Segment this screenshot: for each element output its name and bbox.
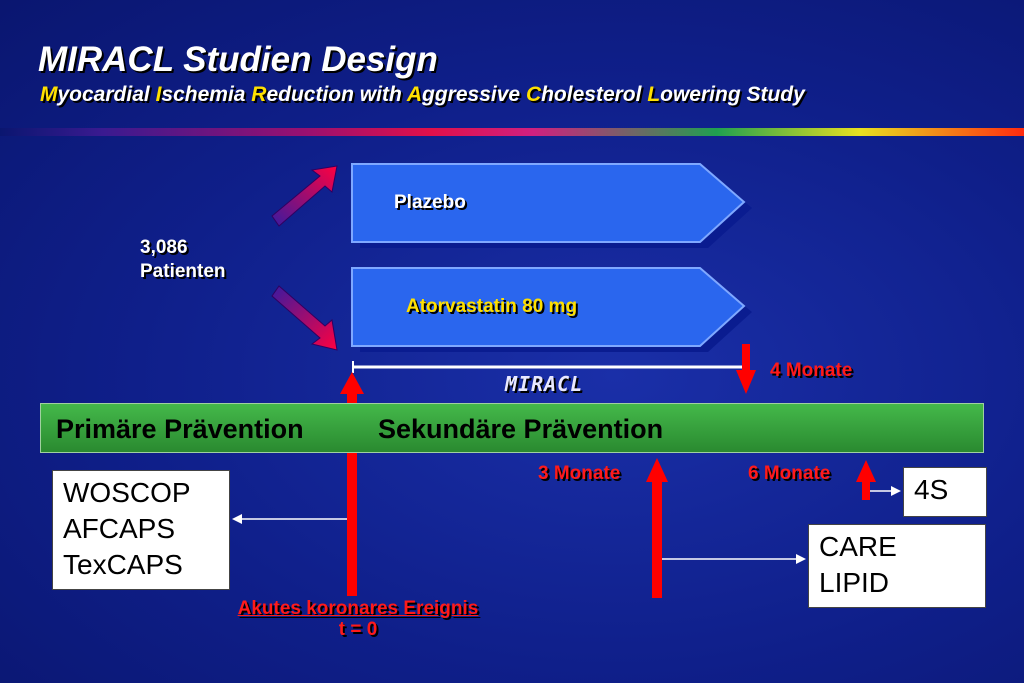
subtitle-rest: eduction with [266,83,407,106]
event-line-1: Akutes koronares Ereignis [237,598,479,619]
mid-studies-box: CARE LIPID [808,524,986,608]
subtitle-cap: A [406,83,423,106]
event-line-2: t = 0 [338,619,378,640]
patients-count: 3,086 [140,237,188,258]
prevention-bar [40,403,984,453]
patients-label: 3,086 Patienten [140,236,226,284]
subtitle-cap: L [647,83,661,106]
page-title: MIRACL Studien Design [38,40,438,79]
atorvastatin-label: Atorvastatin 80 mg [406,296,578,317]
four-months-label: 4 Monate [770,360,853,381]
late-studies-box: 4S [903,467,987,517]
split-arrow-up [271,165,338,227]
connector-to-primary [232,514,347,524]
subtitle-rest: ggressive [422,83,526,106]
subtitle-rest: yocardial [57,83,156,106]
subtitle-cap: M [40,83,58,106]
atorvastatin-arm-shape [351,267,752,352]
event-arrow [340,372,364,596]
page-subtitle: Myocardial Ischemia Reduction with Aggre… [40,83,805,107]
connector-to-care [662,554,806,564]
patients-text: Patienten [140,261,226,282]
subtitle-rest: schemia [161,83,252,106]
subtitle-cap: I [155,83,162,106]
event-label: Akutes koronares Ereignis t = 0 [214,598,502,640]
secondary-prevention-label: Sekundäre Prävention [378,414,664,444]
primary-prevention-label: Primäre Prävention [56,414,304,444]
primary-studies-box: WOSCOP AFCAPS TexCAPS [52,470,230,590]
rainbow-divider [0,128,1024,136]
subtitle-rest: holesterol [541,83,648,106]
six-months-arrow [856,460,876,500]
study-name: TexCAPS [63,549,183,580]
three-months-label: 3 Monate [538,463,621,484]
connector-to-4s [870,486,901,496]
miracl-duration-line [352,361,742,373]
study-name: LIPID [819,567,890,598]
four-months-arrow [736,344,756,394]
placebo-arm-shape [351,163,752,248]
study-name: AFCAPS [63,513,176,544]
split-arrow-down [271,285,338,351]
placebo-label: Plazebo [394,192,466,213]
three-months-arrow [646,458,668,598]
study-name: WOSCOP [63,477,191,508]
subtitle-cap: R [251,83,267,106]
study-name: 4S [914,474,949,505]
miracl-label: MIRACL [505,372,584,396]
six-months-label: 6 Monate [748,463,831,484]
study-name: CARE [819,531,897,562]
subtitle-cap: C [525,83,542,106]
subtitle-rest: owering Study [660,83,805,106]
